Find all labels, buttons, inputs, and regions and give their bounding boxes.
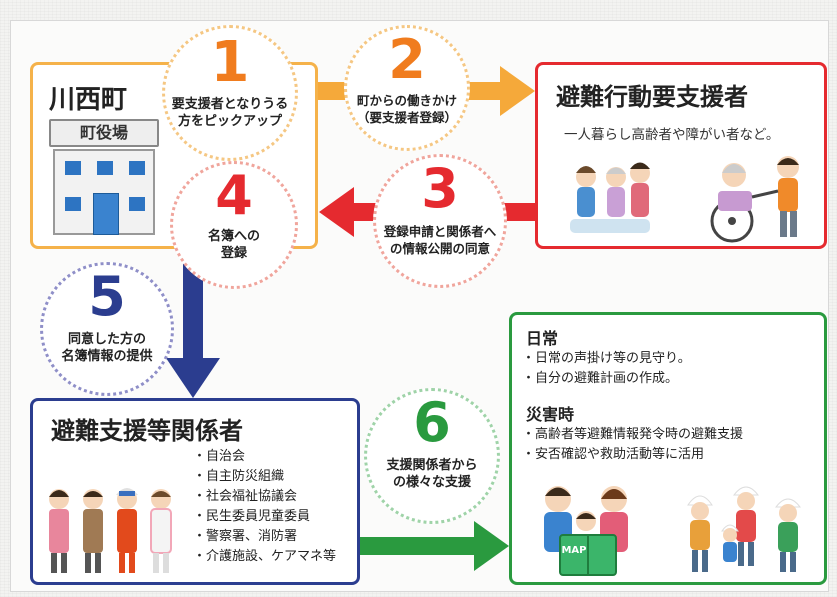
- building-sign: 町役場: [79, 123, 128, 142]
- arrow-step-2-head: [500, 66, 535, 116]
- step-1-number: 1: [210, 30, 250, 95]
- step-6-number: 6: [413, 391, 451, 454]
- list-item: 日常の声掛け等の見守り。: [522, 349, 691, 369]
- step-3-label: 登録申請と関係者へ の情報公開の同意: [383, 224, 497, 256]
- list-item: 自分の避難計画の作成。: [522, 369, 691, 389]
- step-3-circle: 3 登録申請と関係者へ の情報公開の同意: [373, 154, 507, 288]
- arrow-step-5-head: [166, 358, 220, 398]
- evacuee-desc: 一人暮らし高齢者や障がい者など。: [564, 127, 780, 143]
- step-3-number: 3: [421, 157, 459, 220]
- list-item: 安否確認や救助活動等に活用: [522, 445, 743, 465]
- step-2-number: 2: [388, 28, 426, 91]
- step-1-circle: 1 要支援者となりうる 方をピックアップ: [162, 25, 298, 161]
- step-6-label: 支援関係者から の様々な支援: [386, 458, 478, 490]
- arrow-step-6-head: [474, 521, 509, 571]
- town-hall-illustration: 町役場: [49, 119, 159, 237]
- supporters-list: 自治会 自主防災組織 社会福祉協議会 民生委員児童委員 警察署、消防署 介護施設…: [193, 447, 336, 567]
- support-box: 日常 日常の声掛け等の見守り。 自分の避難計画の作成。 災害時 高齢者等避難情報…: [509, 312, 827, 585]
- evacuee-box: 避難行動要支援者 一人暮らし高齢者や障がい者など。: [535, 62, 827, 249]
- arrow-step-6: [360, 537, 476, 555]
- list-item: 介護施設、ケアマネ等: [193, 547, 336, 567]
- evacuation-illustration: [687, 486, 802, 572]
- step-6-circle: 6 支援関係者から の様々な支援: [364, 388, 500, 524]
- list-item: 自治会: [193, 447, 336, 467]
- list-item: 民生委員児童委員: [193, 507, 336, 527]
- step-2-label: 町からの働きかけ （要支援者登録）: [356, 93, 457, 125]
- arrow-step-3-head: [319, 187, 354, 237]
- step-4-label: 名簿への 登録: [207, 229, 260, 261]
- step-5-number: 5: [88, 265, 126, 328]
- list-item: 社会福祉協議会: [193, 487, 336, 507]
- list-item: 警察署、消防署: [193, 527, 336, 547]
- map-label: MAP: [561, 545, 586, 556]
- evacuee-title: 避難行動要支援者: [556, 83, 748, 111]
- list-item: 自主防災組織: [193, 467, 336, 487]
- town-name: 川西町: [49, 85, 128, 115]
- daily-title: 日常: [526, 329, 559, 348]
- step-5-label: 同意した方の 名簿情報の提供: [61, 332, 153, 364]
- list-item: 高齢者等避難情報発令時の避難支援: [522, 425, 743, 445]
- family-map-illustration: MAP: [544, 486, 628, 576]
- disaster-list: 高齢者等避難情報発令時の避難支援 安否確認や救助活動等に活用: [522, 425, 743, 465]
- step-5-circle: 5 同意した方の 名簿情報の提供: [40, 262, 174, 396]
- elderly-illustration: [570, 156, 799, 243]
- supporters-box: 避難支援等関係者 自治会 自主防災組織 社会福祉協議会 民生委員児童委員 警察署…: [30, 398, 360, 585]
- daily-list: 日常の声掛け等の見守り。 自分の避難計画の作成。: [522, 349, 691, 389]
- supporters-illustration: [49, 488, 172, 573]
- step-4-number: 4: [215, 164, 253, 227]
- disaster-title: 災害時: [526, 405, 575, 424]
- step-4-circle: 4 名簿への 登録: [170, 161, 298, 289]
- step-2-circle: 2 町からの働きかけ （要支援者登録）: [344, 25, 470, 151]
- step-1-label: 要支援者となりうる 方をピックアップ: [171, 97, 289, 129]
- supporters-title: 避難支援等関係者: [51, 417, 243, 445]
